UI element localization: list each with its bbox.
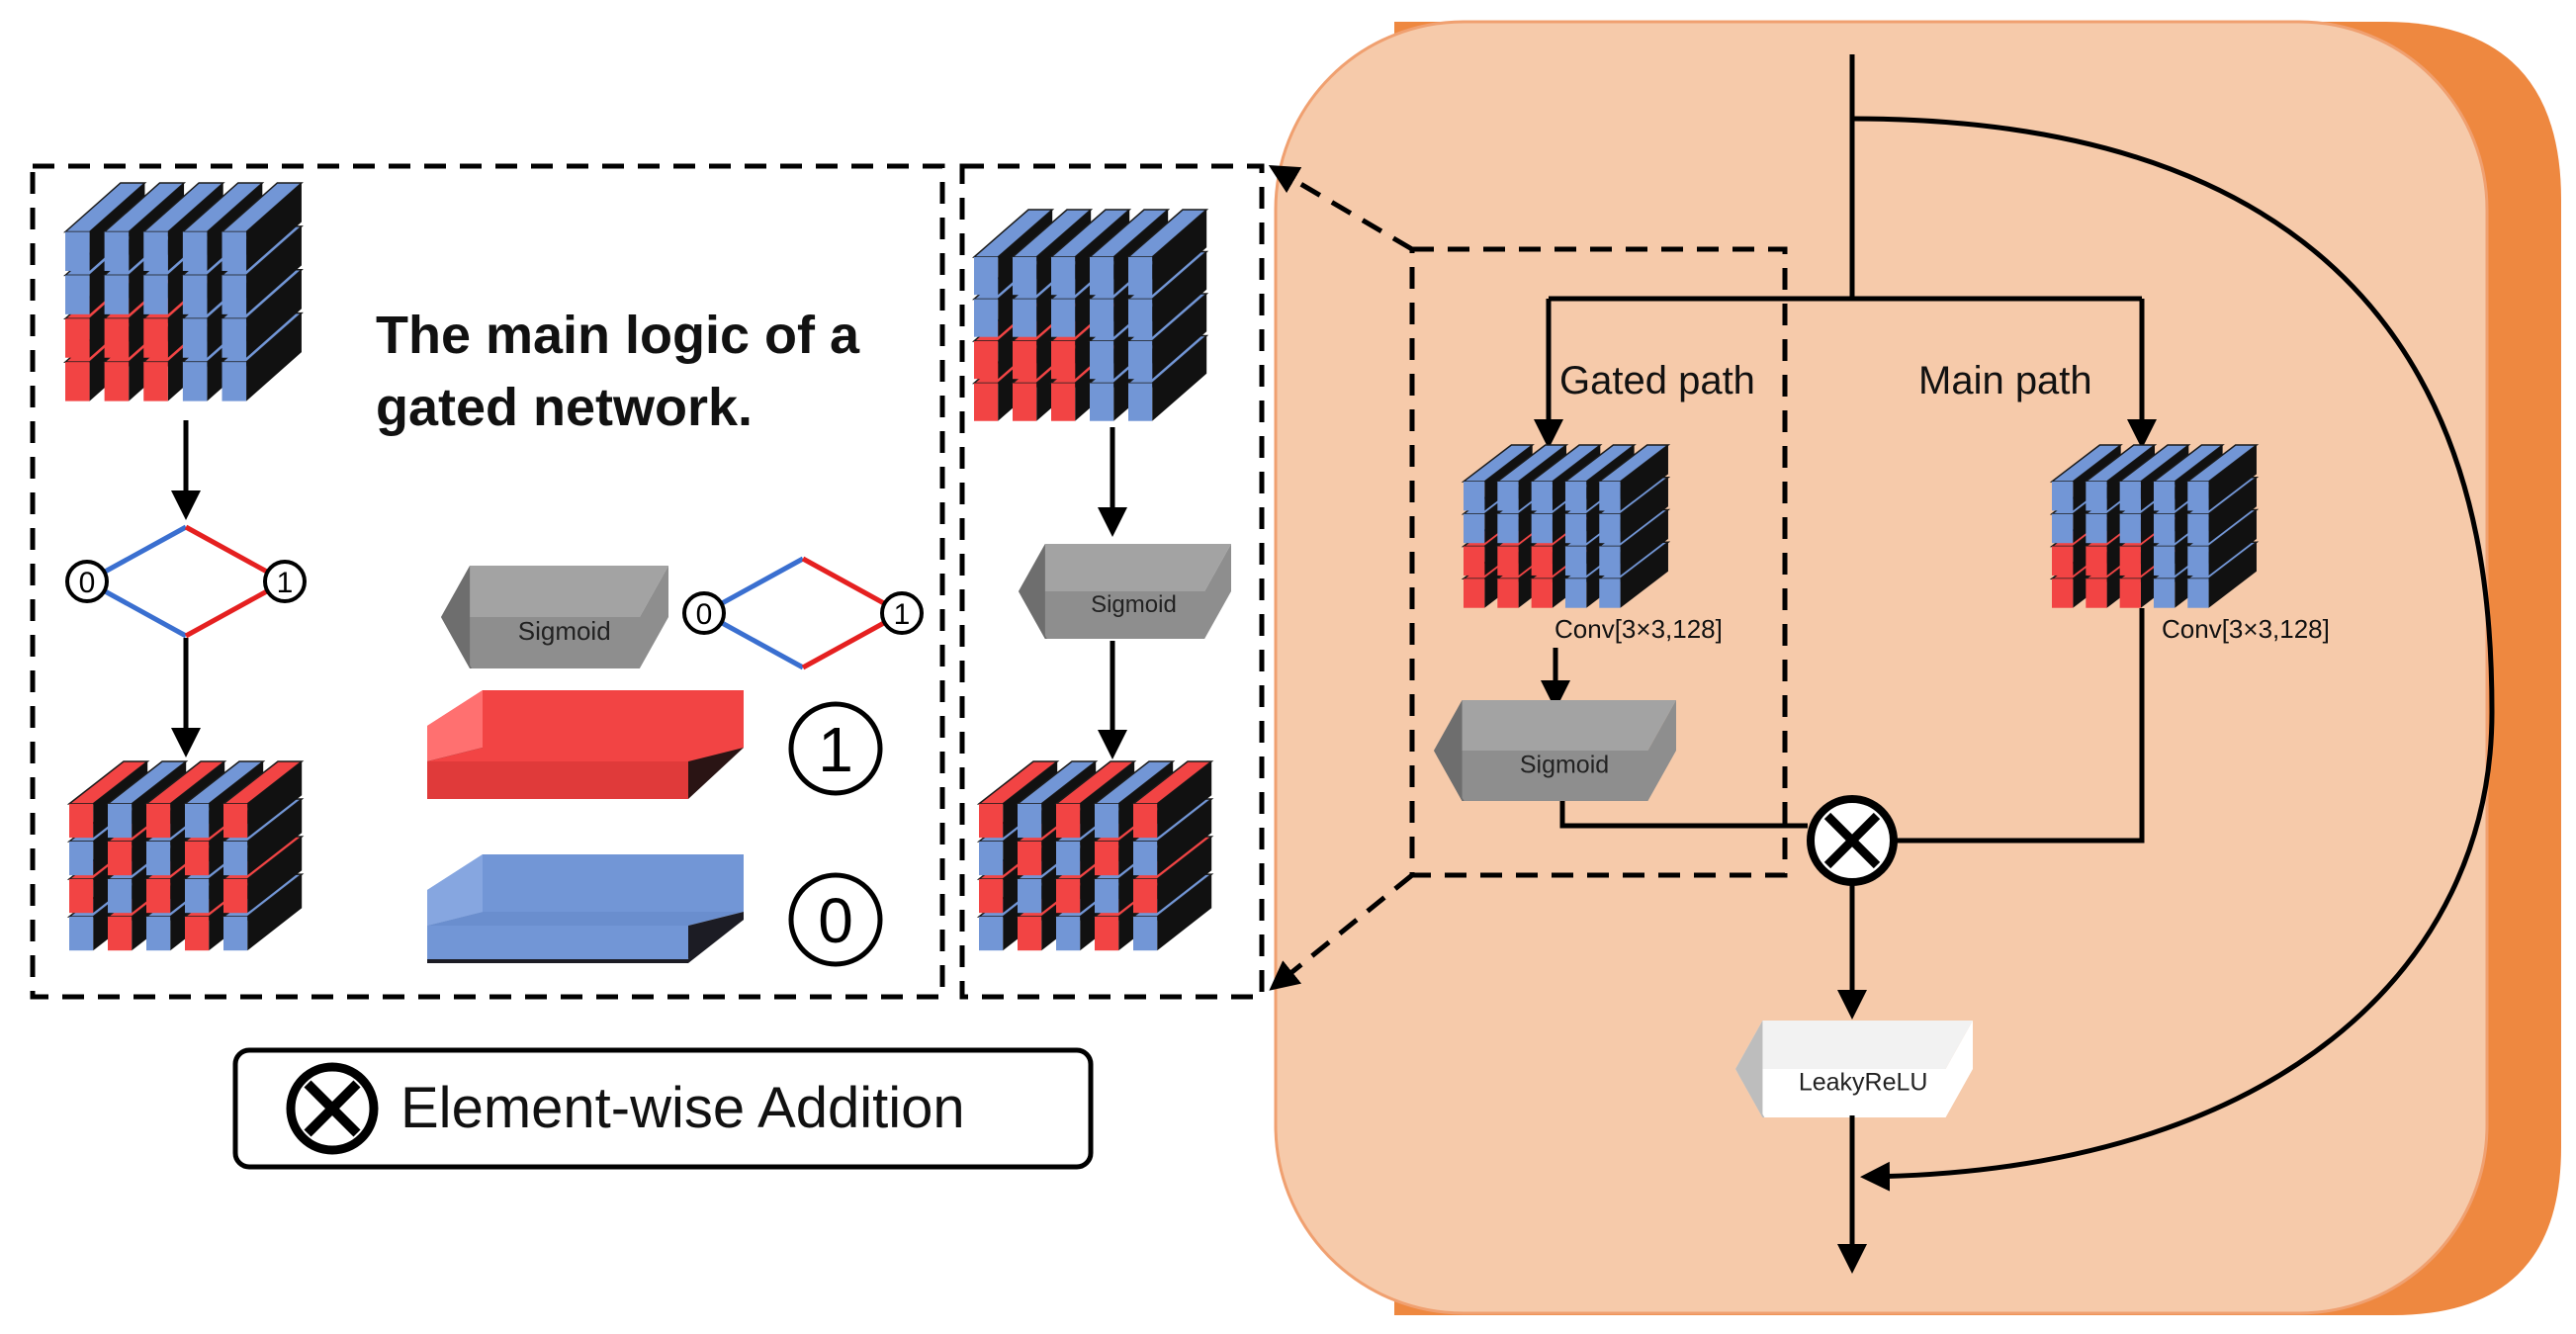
legend-text: Element-wise Addition <box>400 1076 965 1140</box>
zero-label-icon: 0 <box>788 872 883 967</box>
middle-output-cube <box>976 760 1214 951</box>
middle-panel: Sigmoid <box>959 163 1265 1000</box>
gated-output-cube <box>66 760 305 951</box>
sigmoid-prism-icon: Sigmoid <box>441 566 668 668</box>
svg-text:1: 1 <box>277 567 294 599</box>
skip-connection <box>1851 116 2495 1192</box>
zero-label: 0 <box>818 885 853 956</box>
gated-path-label: Gated path <box>1559 359 1755 402</box>
middle-panel-frame <box>959 163 1265 1000</box>
logic-caption-line2: gated network. <box>376 378 753 437</box>
main-path-feature-cube <box>2049 444 2260 608</box>
cube-slab <box>221 760 305 839</box>
one-bar-icon <box>427 690 744 799</box>
legend-frame <box>232 1047 1094 1170</box>
svg-text:0: 0 <box>79 567 96 599</box>
logic-caption-line1: The main logic of a <box>376 306 860 365</box>
cube-slab <box>220 182 304 271</box>
gated-block: Gated path Main path Conv[3×3,128] Conv[… <box>1268 20 2561 1315</box>
svg-text:Sigmoid: Sigmoid <box>1091 591 1177 618</box>
svg-text:Sigmoid: Sigmoid <box>1520 751 1609 778</box>
svg-text:Sigmoid: Sigmoid <box>518 616 611 646</box>
element-wise-op-icon <box>1807 795 1898 886</box>
gated-path-highlight-box <box>1409 246 1788 878</box>
zoom-connector-top <box>1268 164 1414 252</box>
cube-slab <box>1125 209 1209 296</box>
middle-input-cube <box>971 209 1209 421</box>
zoom-connector-bottom <box>1269 873 1414 991</box>
cube-slab <box>1130 760 1214 839</box>
zero-bar-icon <box>427 854 744 963</box>
one-label-icon: 1 <box>788 701 883 796</box>
cube-slab <box>1597 444 1671 511</box>
gated-conv-label: Conv[3×3,128] <box>1554 614 1723 644</box>
input-feature-cube <box>63 182 304 401</box>
sigmoid-to-op-line <box>1559 801 1808 829</box>
svg-text:0: 0 <box>696 598 713 631</box>
element-wise-op-legend-icon <box>286 1062 379 1155</box>
svg-text:1: 1 <box>894 598 911 631</box>
leaky-relu-prism-icon: LeakyReLU <box>1735 1021 1973 1117</box>
main-to-op-line <box>1897 608 2145 844</box>
logic-panel-frame <box>30 163 945 1000</box>
main-conv-label: Conv[3×3,128] <box>2162 614 2330 644</box>
block-sigmoid-prism: Sigmoid <box>1434 700 1676 801</box>
legend: Element-wise Addition <box>232 1047 1094 1170</box>
svg-text:LeakyReLU: LeakyReLU <box>1799 1069 1928 1097</box>
block-background <box>1274 20 2489 1315</box>
gated-path-feature-cube <box>1461 444 1671 608</box>
main-path-label: Main path <box>1918 359 2092 402</box>
middle-sigmoid-prism: Sigmoid <box>1019 544 1231 639</box>
cube-slab <box>2185 444 2260 511</box>
one-label: 1 <box>818 714 853 785</box>
